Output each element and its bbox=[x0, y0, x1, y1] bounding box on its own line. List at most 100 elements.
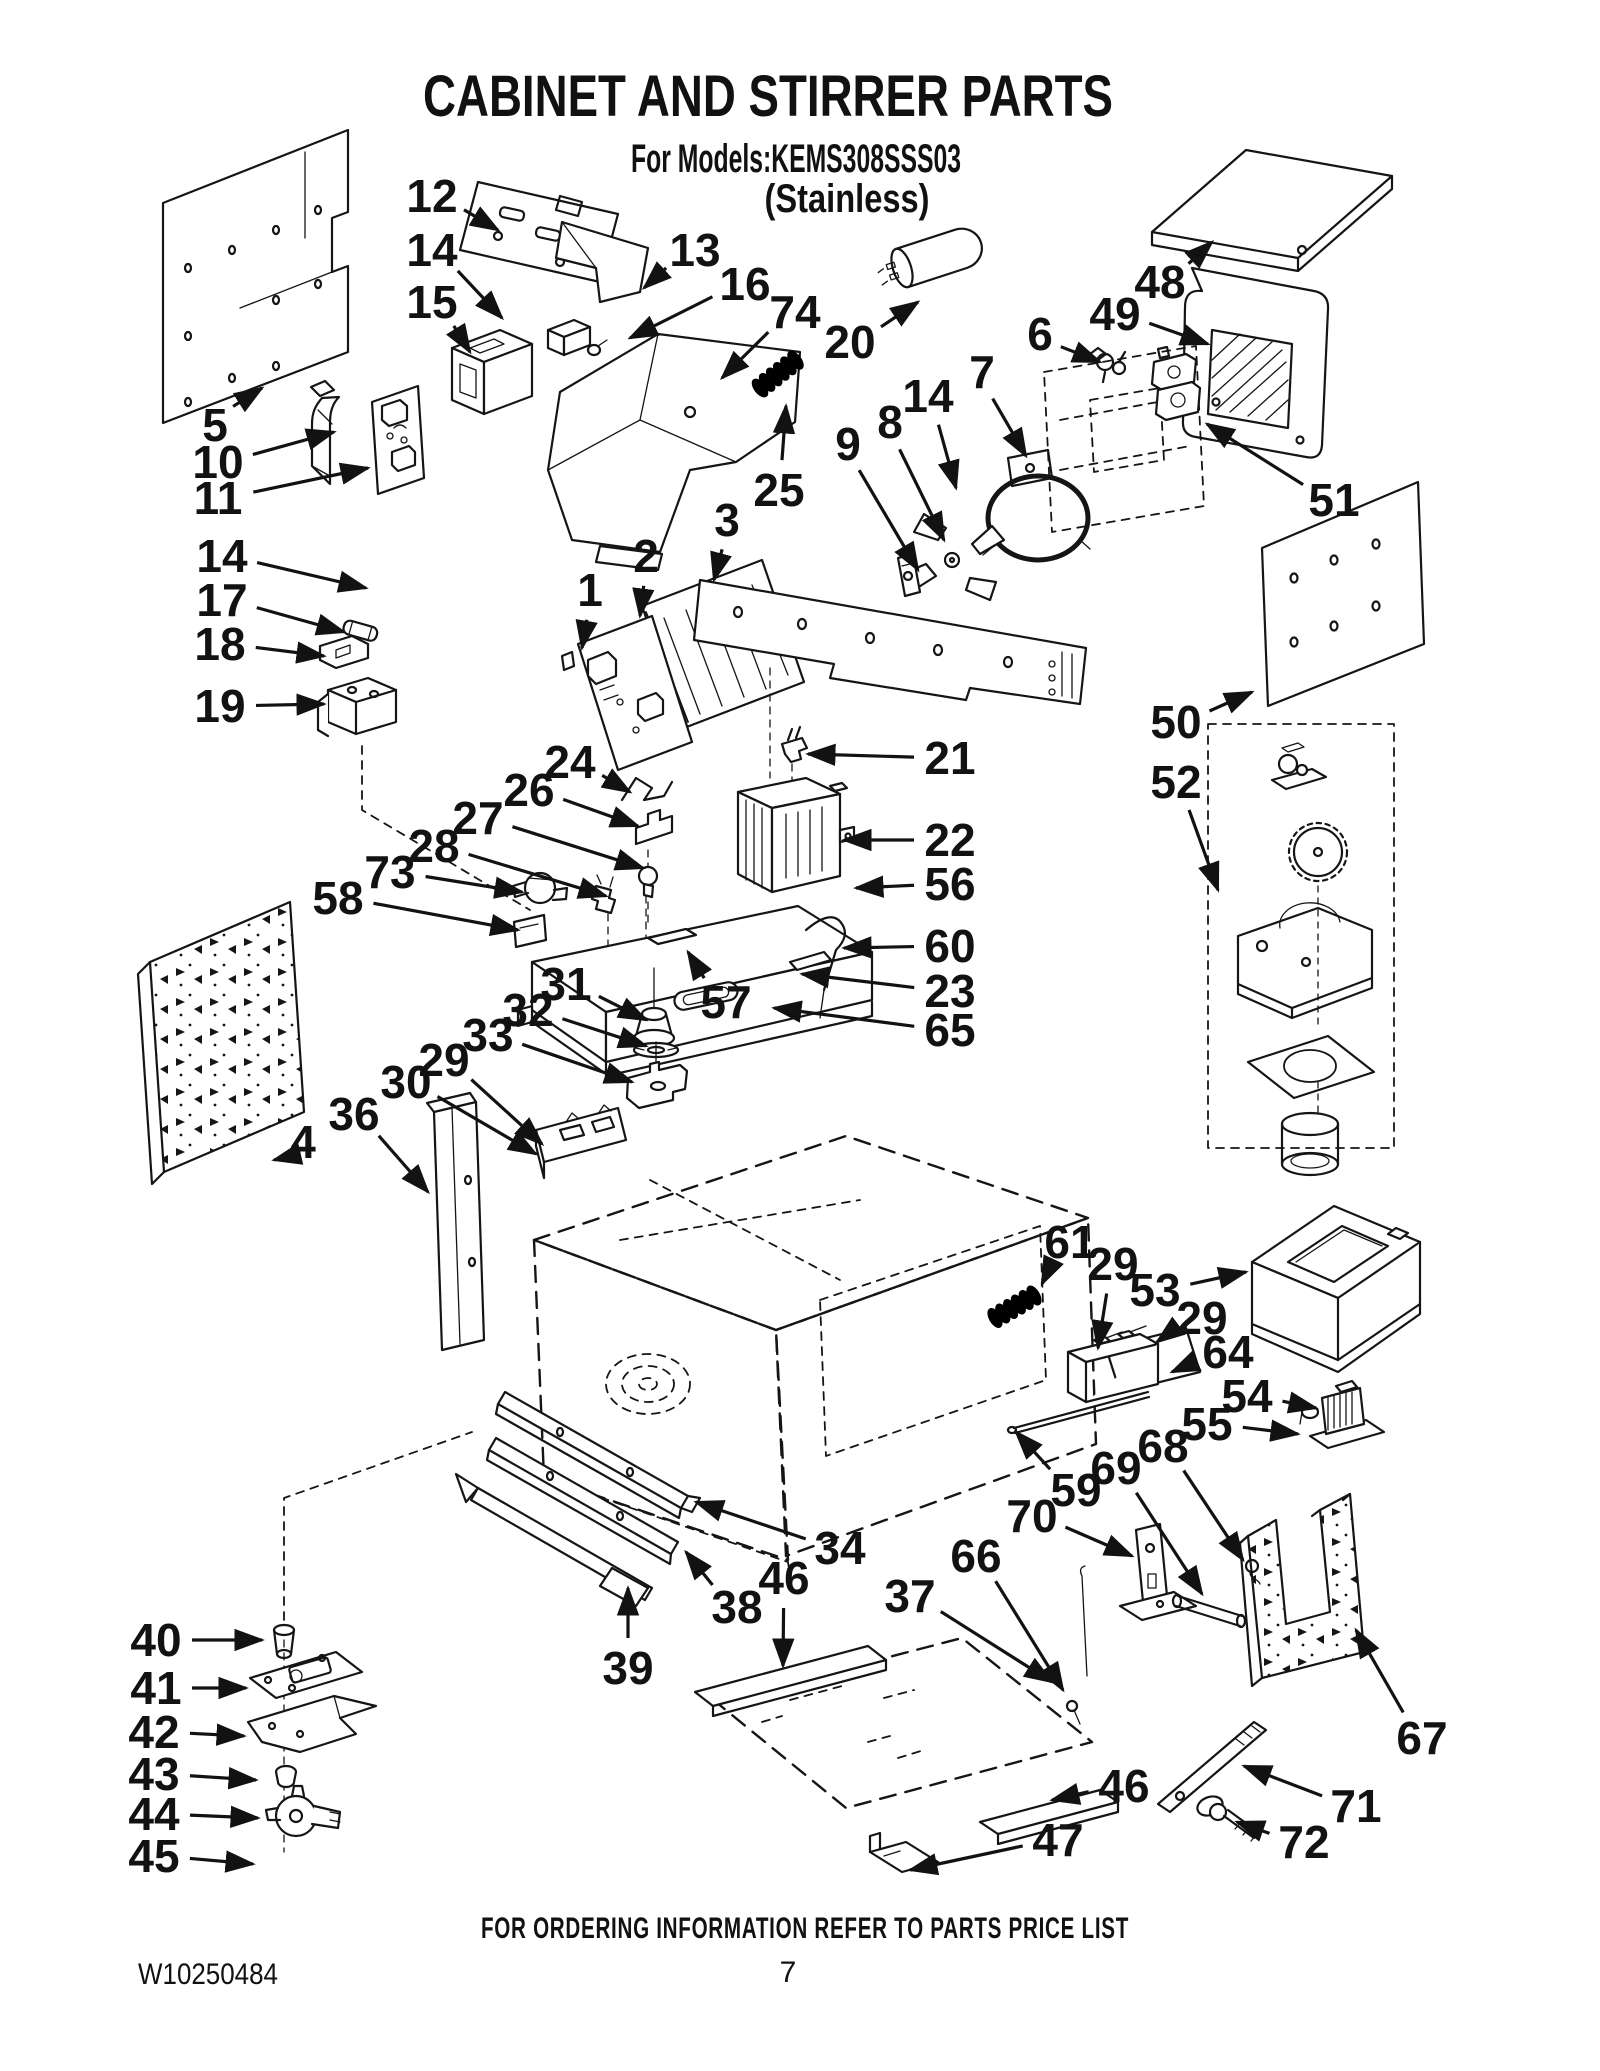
footer-note: FOR ORDERING INFORMATION REFER TO PARTS … bbox=[481, 1912, 1129, 1945]
part-number-58: 58 bbox=[312, 872, 363, 924]
leader-8 bbox=[898, 448, 946, 543]
finish-line: (Stainless) bbox=[765, 177, 930, 221]
part-number-43: 43 bbox=[128, 1748, 179, 1800]
leader-27 bbox=[511, 825, 646, 871]
model-line: For Models:KEMS308SSS03 bbox=[631, 137, 961, 181]
leader-50 bbox=[1208, 690, 1255, 714]
part-number-46a: 46 bbox=[758, 1552, 809, 1604]
part-number-39: 39 bbox=[602, 1642, 653, 1694]
doc-number: W10250484 bbox=[138, 1958, 278, 1991]
leader-29b bbox=[1091, 1293, 1114, 1351]
part-number-41: 41 bbox=[130, 1662, 181, 1714]
art-wire-60 bbox=[788, 916, 847, 1019]
art-stirrer-cylinder bbox=[1280, 1111, 1340, 1177]
art-motor-44 bbox=[264, 1784, 342, 1838]
part-number-40: 40 bbox=[130, 1614, 181, 1666]
art-stirrer-plate bbox=[1246, 1034, 1376, 1100]
part-number-19: 19 bbox=[194, 680, 245, 732]
part-number-73: 73 bbox=[364, 846, 415, 898]
art-top-cover-48 bbox=[1150, 148, 1394, 273]
part-number-71: 71 bbox=[1330, 1780, 1381, 1832]
leader-52 bbox=[1187, 809, 1220, 893]
art-transformer-22 bbox=[736, 776, 856, 894]
part-number-8: 8 bbox=[877, 396, 903, 448]
part-number-60: 60 bbox=[924, 920, 975, 972]
art-channel-36 bbox=[425, 1091, 486, 1352]
leader-16 bbox=[627, 295, 714, 340]
art-thermostat-51 bbox=[1150, 345, 1202, 422]
art-plate-41 bbox=[248, 1650, 364, 1700]
part-number-3: 3 bbox=[714, 494, 740, 546]
leader-65 bbox=[771, 1000, 915, 1028]
art-stirrer-housing bbox=[1236, 902, 1374, 1020]
part-number-52: 52 bbox=[1150, 756, 1201, 808]
part-number-10: 10 bbox=[192, 436, 243, 488]
art-screw-56 bbox=[840, 877, 887, 916]
part-number-61: 61 bbox=[1044, 1216, 1095, 1268]
art-tray-37 bbox=[714, 1636, 1094, 1810]
art-rail-46a bbox=[693, 1644, 888, 1718]
part-number-56: 56 bbox=[924, 858, 975, 910]
part-number-22: 22 bbox=[924, 814, 975, 866]
leader-37 bbox=[939, 1610, 1055, 1684]
art-u-panel-67 bbox=[1238, 1492, 1366, 1688]
art-side-panel-50 bbox=[1260, 480, 1426, 708]
art-screw-14c bbox=[363, 572, 390, 618]
art-bracket-70 bbox=[1118, 1522, 1198, 1622]
part-number-29b: 29 bbox=[1087, 1238, 1138, 1290]
part-number-12: 12 bbox=[406, 170, 457, 222]
exploded-view-art bbox=[136, 128, 1426, 1881]
leader-33 bbox=[521, 1042, 635, 1084]
part-number-38: 38 bbox=[711, 1581, 762, 1633]
art-module-29 bbox=[1066, 1325, 1160, 1404]
art-rail-34 bbox=[494, 1390, 702, 1520]
leader-59 bbox=[1014, 1429, 1052, 1471]
part-number-30: 30 bbox=[380, 1056, 431, 1108]
art-panel-4 bbox=[136, 900, 306, 1186]
art-screw-14b bbox=[937, 457, 982, 502]
leader-14c bbox=[256, 560, 369, 593]
art-clamp-7 bbox=[982, 448, 1091, 563]
leader-49 bbox=[1148, 321, 1211, 346]
part-number-14b: 14 bbox=[902, 370, 954, 422]
leader-30 bbox=[436, 1095, 539, 1156]
art-switch-16 bbox=[546, 318, 608, 357]
art-holder-18 bbox=[318, 634, 370, 670]
art-board-11 bbox=[370, 384, 426, 496]
art-bracket-42 bbox=[246, 1694, 378, 1754]
leader-14b bbox=[936, 424, 960, 491]
part-number-42: 42 bbox=[128, 1706, 179, 1758]
art-duct-74 bbox=[546, 332, 802, 572]
leader-34 bbox=[693, 1500, 807, 1541]
leader-68 bbox=[1182, 1469, 1245, 1563]
part-number-31: 31 bbox=[540, 958, 591, 1010]
art-strap-71 bbox=[1156, 1720, 1268, 1814]
leader-12 bbox=[463, 206, 501, 232]
leader-36 bbox=[377, 1134, 430, 1195]
art-panel-3 bbox=[692, 578, 1088, 706]
part-number-27: 27 bbox=[452, 792, 503, 844]
art-bracket-13 bbox=[554, 220, 650, 304]
part-number-17: 17 bbox=[196, 574, 247, 626]
leader-55 bbox=[1242, 1419, 1301, 1442]
leader-51 bbox=[1204, 422, 1304, 486]
leader-72 bbox=[1234, 1820, 1271, 1842]
leader-56 bbox=[853, 875, 915, 898]
leader-4 bbox=[271, 1142, 304, 1165]
part-number-54: 54 bbox=[1221, 1370, 1273, 1422]
leader-13 bbox=[641, 261, 672, 290]
leader-47 bbox=[907, 1844, 1024, 1876]
art-bulb-27 bbox=[637, 865, 659, 939]
part-number-59: 59 bbox=[1050, 1464, 1101, 1516]
part-number-11: 11 bbox=[194, 472, 243, 524]
leader-45 bbox=[189, 1850, 256, 1873]
part-number-28: 28 bbox=[408, 820, 459, 872]
leader-43 bbox=[189, 1767, 259, 1790]
art-plate-9 bbox=[896, 552, 922, 598]
art-bracket-10 bbox=[309, 379, 341, 486]
leader-7 bbox=[991, 397, 1028, 459]
leader-28 bbox=[468, 852, 609, 899]
part-number-55: 55 bbox=[1181, 1398, 1232, 1450]
part-number-65: 65 bbox=[924, 1004, 975, 1056]
